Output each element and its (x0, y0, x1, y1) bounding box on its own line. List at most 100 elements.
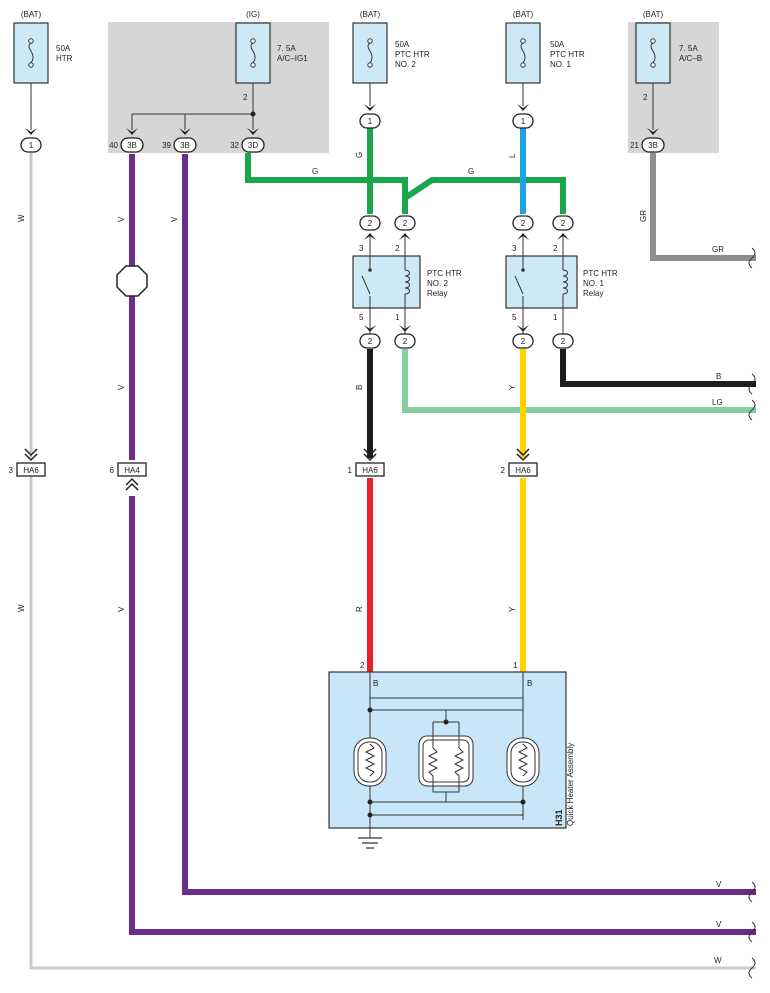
wire-b-r1 (560, 349, 756, 387)
wire-g-branch (403, 177, 566, 214)
fuse-ptc2-name2: NO. 2 (395, 60, 416, 69)
r1-name2: NO. 1 (583, 279, 604, 288)
r1-pin-tr: 2 (553, 244, 558, 253)
heater-name: Quick Heater Assembly (566, 743, 575, 826)
fuse-ptc1 (505, 22, 541, 84)
fuse-acb-pin: 2 (643, 93, 648, 102)
r2-name1: PTC HTR (427, 269, 462, 278)
wl-b-right: B (716, 372, 721, 381)
fuse-ptc1-source: (BAT) (513, 10, 534, 19)
wl-l-vert: L (508, 153, 517, 158)
wl-v-a: V (117, 216, 126, 222)
pill-r2-in-b: 2 (394, 215, 416, 231)
svg-text:2: 2 (368, 219, 373, 228)
fuse-htr-name: HTR (56, 54, 73, 63)
pill-r2-out-b: 2 (394, 333, 416, 349)
fuse-feed-thin-wires (30, 82, 654, 130)
fuse-htr-rating: 50A (56, 44, 71, 53)
fuse-ig1 (235, 22, 271, 84)
svg-text:39: 39 (162, 141, 171, 150)
svg-text:2: 2 (403, 337, 408, 346)
wl-v-bot1: V (716, 880, 722, 889)
wire-color-labels: W V V G G G L GR GR V B Y B LG W V R Y V… (17, 152, 724, 965)
pill-r1-in-b: 2 (552, 215, 574, 231)
splice-octagon (116, 265, 148, 297)
conn-ha6-a: HA6 3 (9, 462, 46, 477)
wire-lg (402, 349, 756, 413)
pill-r1-in-a: 2 (512, 215, 534, 231)
wire-v-39 (182, 154, 756, 895)
wl-w-top: W (17, 214, 26, 222)
wire-gr (650, 153, 756, 261)
conn-ha6-b: HA6 1 (348, 462, 385, 477)
svg-text:2: 2 (561, 219, 566, 228)
fuse-ig1-pin: 2 (243, 93, 248, 102)
svg-text:3B: 3B (127, 141, 137, 150)
svg-text:2: 2 (561, 337, 566, 346)
fuse-ptc2-name1: PTC HTR (395, 50, 430, 59)
wl-g-vert: G (355, 152, 364, 158)
fuse-ig1-name: A/C–IG1 (277, 54, 308, 63)
fuse-ptc2-source: (BAT) (360, 10, 381, 19)
svg-text:HA4: HA4 (124, 466, 140, 475)
wl-v-mid: V (117, 384, 126, 390)
fuse-ig1-rating: 7. 5A (277, 44, 296, 53)
pill-r2-out-a: 2 (359, 333, 381, 349)
pill-r2-in-a: 2 (359, 215, 381, 231)
relay-ptc2 (352, 255, 421, 309)
fuse-ptc2 (352, 22, 388, 84)
pill-ptc2-top: 1 (359, 113, 381, 129)
r1-pin-bl: 5 (512, 313, 517, 322)
r2-pin-tl: 3 (359, 244, 364, 253)
double-arrow-marks (24, 448, 530, 491)
wire-g-32 (245, 153, 408, 214)
svg-text:2: 2 (521, 337, 526, 346)
fuse-acb-name: A/C–B (679, 54, 702, 63)
arrow-marks-relay-out (364, 325, 529, 332)
fuse-ptc1-name2: NO. 1 (550, 60, 571, 69)
conn-ha4: HA4 6 (110, 462, 147, 477)
arrow-marks-top (25, 104, 659, 135)
svg-text:3B: 3B (648, 141, 658, 150)
pill-c21: 3B 21 (630, 137, 665, 153)
wl-g-h2: G (468, 167, 474, 176)
wl-v-bot2: V (716, 920, 722, 929)
svg-text:2: 2 (501, 466, 506, 475)
svg-text:1: 1 (521, 117, 526, 126)
svg-text:21: 21 (630, 141, 639, 150)
relay-thin-wires (369, 236, 564, 334)
arrow-marks-relay-in (364, 233, 569, 240)
svg-text:3D: 3D (248, 141, 258, 150)
fuse-ptc2-rating: 50A (395, 40, 410, 49)
fuse-acb-rating: 7. 5A (679, 44, 698, 53)
wl-gr-vert: GR (639, 210, 648, 222)
r2-pin-br: 1 (395, 313, 400, 322)
wl-w-low: W (17, 604, 26, 612)
r2-name2: NO. 2 (427, 279, 448, 288)
wire-v-40 (129, 154, 756, 935)
wl-b-vert: B (355, 385, 364, 390)
heater-code: H31 (554, 809, 564, 826)
svg-text:40: 40 (109, 141, 118, 150)
heater-pin-left: 2 (360, 661, 365, 670)
conn-ha6-c: HA6 2 (501, 462, 538, 477)
pill-htr-out: 1 (20, 137, 42, 153)
fuse-ig1-source: (IG) (246, 10, 260, 19)
heater-b-right: B (527, 679, 532, 688)
wl-r-low: R (355, 606, 364, 612)
svg-text:2: 2 (368, 337, 373, 346)
svg-text:HA6: HA6 (23, 466, 39, 475)
svg-text:1: 1 (368, 117, 373, 126)
heater-pin-right: 1 (513, 661, 518, 670)
svg-text:1: 1 (348, 466, 353, 475)
r2-pin-bl: 5 (359, 313, 364, 322)
quick-heater-assembly (328, 671, 567, 849)
pill-c39: 3B 39 (162, 137, 197, 153)
wl-g-h1: G (312, 167, 318, 176)
r1-pin-tl: 3 (512, 244, 517, 253)
fuse-acb (635, 22, 671, 84)
pill-r1-out-b: 2 (552, 333, 574, 349)
fuse-htr-source: (BAT) (21, 10, 42, 19)
svg-text:6: 6 (110, 466, 115, 475)
